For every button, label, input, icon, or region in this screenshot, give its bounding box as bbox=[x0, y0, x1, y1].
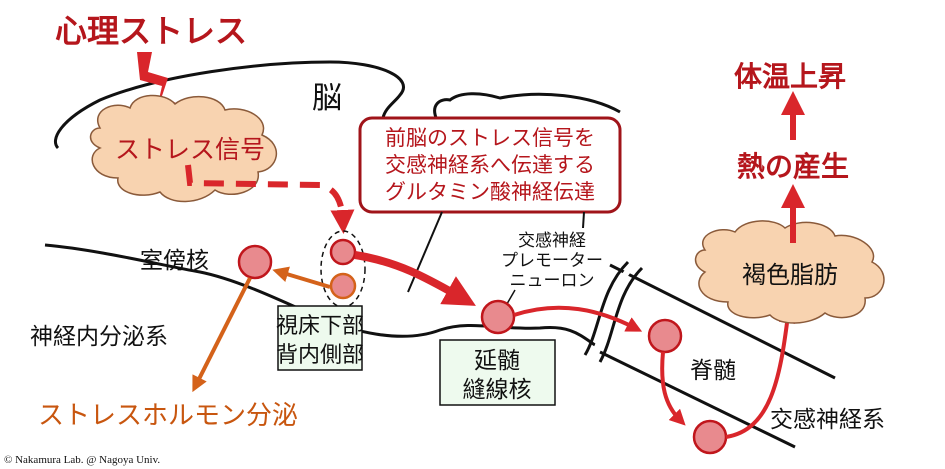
dmh-line-1: 視床下部 bbox=[276, 314, 364, 339]
brain-outline-right bbox=[433, 92, 621, 121]
premotor-pointer-top bbox=[582, 211, 585, 229]
hormone-label: ストレスホルモン分泌 bbox=[38, 401, 298, 431]
callout-pointer bbox=[407, 211, 443, 293]
raphe-line-1: 延髄 bbox=[474, 348, 520, 374]
pvn-node bbox=[237, 244, 273, 280]
dmh-box bbox=[277, 305, 363, 371]
arrow-raphe-to-spinal bbox=[513, 305, 643, 332]
raphe-line-2: 縫線核 bbox=[463, 377, 532, 403]
brain-label: 脳 bbox=[312, 81, 342, 116]
neuroendocrine-label: 神経内分泌系 bbox=[30, 324, 168, 350]
dmh-node-lower bbox=[329, 272, 357, 300]
orange-arrow-to-pvn bbox=[272, 266, 331, 289]
arrow-spinal-to-ganglion bbox=[660, 351, 686, 426]
arrow-ganglion-to-bat bbox=[725, 307, 795, 439]
premotor-line-3: ニューロン bbox=[510, 271, 595, 291]
callout-line-3: グルタミン酸神経伝達 bbox=[385, 180, 595, 204]
arrow-dmh-to-raphe bbox=[354, 251, 476, 306]
raphe-box bbox=[439, 339, 556, 406]
sympathetic-label: 交感神経系 bbox=[770, 407, 885, 433]
heat-label: 熱の産生 bbox=[737, 150, 849, 183]
premotor-line-2: プレモーター bbox=[501, 251, 603, 271]
brown-fat-label: 褐色脂肪 bbox=[742, 261, 838, 289]
callout-line-2: 交感神経系へ伝達する bbox=[385, 153, 595, 177]
spinal-label: 脊髄 bbox=[690, 358, 736, 384]
stress-signal-label: ストレス信号 bbox=[115, 135, 265, 164]
credit: © Nakamura Lab. @ Nagoya Univ. bbox=[4, 454, 160, 466]
spinal-node bbox=[647, 318, 683, 354]
break-mark bbox=[583, 260, 644, 363]
brain-outline-upper bbox=[53, 60, 405, 150]
raphe-node bbox=[480, 299, 516, 335]
dmh-line-2: 背内側部 bbox=[276, 343, 364, 368]
callout-box bbox=[358, 116, 622, 214]
dashed-arrow bbox=[185, 164, 355, 234]
temp-label: 体温上昇 bbox=[734, 60, 846, 93]
stress-signal-cloud bbox=[89, 94, 278, 203]
dmh-node-upper bbox=[329, 238, 357, 266]
orange-arrow-hormone bbox=[192, 277, 252, 393]
spinal-cord-lower-edge bbox=[599, 350, 796, 449]
ganglion-node bbox=[692, 419, 728, 455]
callout-line-1: 前脳のストレス信号を bbox=[385, 126, 595, 150]
brown-fat-cloud bbox=[694, 220, 885, 324]
pvn-label: 室傍核 bbox=[140, 248, 209, 274]
premotor-line-1: 交感神経 bbox=[518, 231, 586, 251]
spinal-cord-upper-edge bbox=[609, 263, 836, 380]
title-psychological-stress: 心理ストレス bbox=[55, 12, 247, 50]
